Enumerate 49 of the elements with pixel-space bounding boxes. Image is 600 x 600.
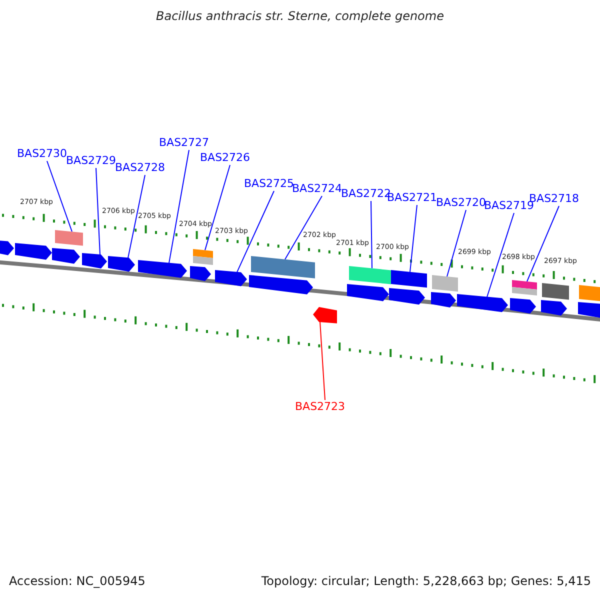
- gene-label: BAS2724: [292, 183, 342, 196]
- leader-line: [46, 160, 72, 232]
- gene-block: [389, 288, 425, 305]
- leader-line: [236, 190, 274, 273]
- gene-bar: [432, 275, 458, 292]
- title: Bacillus anthracis str. Sterne, complete genome: [155, 10, 445, 24]
- leader-line: [284, 196, 322, 260]
- footer-text: Accession: NC_005945: [9, 575, 146, 588]
- leader-line: [168, 150, 190, 264]
- gene-block: [52, 248, 80, 264]
- gene-bar: [349, 266, 391, 284]
- leader-line: [204, 164, 230, 251]
- leader-line: [410, 204, 418, 272]
- gene-label: BAS2720: [436, 197, 486, 210]
- gene-label: BAS2730: [17, 148, 68, 160]
- gene-block: [578, 302, 600, 318]
- gene-bar: [512, 280, 537, 290]
- leader-line: [446, 210, 466, 277]
- gene-block: [215, 270, 247, 286]
- gene-label: BAS2727: [159, 137, 210, 150]
- gene-bar: [391, 270, 427, 288]
- leader-line: [320, 321, 326, 400]
- leader-line: [96, 168, 100, 256]
- gene-block: [108, 256, 135, 272]
- gene-label: BAS2726: [200, 152, 250, 164]
- gene-label: BAS2719: [484, 200, 534, 212]
- gene-label: BAS2723: [295, 401, 346, 414]
- gene-label: BAS2729: [66, 155, 116, 168]
- gene-block: [347, 284, 389, 302]
- gene-bar: [193, 256, 213, 265]
- gene-block: [138, 260, 187, 278]
- gene-bar: [193, 249, 213, 258]
- gene-label: BAS2725: [244, 178, 294, 190]
- leader-line: [128, 174, 146, 258]
- gene-bar: [55, 230, 83, 246]
- footer-text: Topology: circular; Length: 5,228,663 bp; Genes: 5,415: [261, 575, 591, 588]
- gene-bar: [512, 287, 537, 296]
- gene-bar: [251, 256, 315, 278]
- gene-bar: [579, 285, 600, 302]
- gene-block: [313, 307, 337, 324]
- gene-block: [431, 292, 456, 308]
- gene-block: [510, 298, 536, 314]
- gene-block: [541, 300, 567, 316]
- gene-block: [190, 266, 211, 282]
- leader-line: [486, 212, 514, 298]
- gene-block: [82, 253, 107, 268]
- gene-bar: [542, 283, 569, 300]
- gene-block: [249, 275, 313, 294]
- gene-label: BAS2728: [115, 162, 166, 174]
